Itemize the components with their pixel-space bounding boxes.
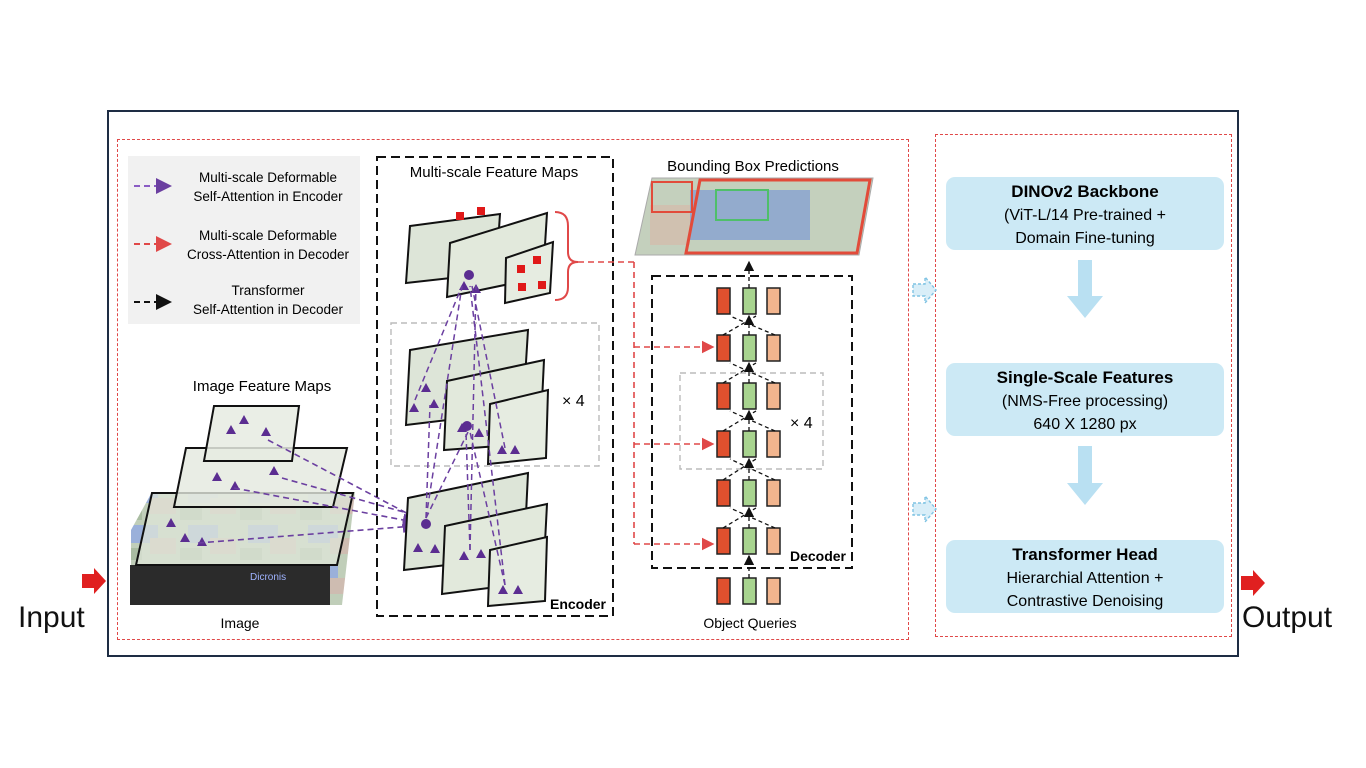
backbone-line2: Domain Fine-tuning [1015,230,1155,247]
sampled-points [456,207,546,291]
legend-line2: Cross-Attention in Decoder [187,247,350,262]
backbone-line1: (ViT-L/14 Pre-trained + [1004,207,1166,224]
down-arrow-icon [1067,260,1103,318]
decoder-self-attention-arrows [722,260,776,578]
encoder-repeat-box [390,322,600,467]
image-feature-pyramid: Dicronis [130,405,355,605]
features-line1: (NMS-Free processing) [1002,393,1168,410]
outer-frame [107,110,1239,657]
encoder-feature-stack-bottom [402,471,549,608]
encoder-times-four: × 4 [562,393,585,410]
decoder-label: Decoder [790,548,847,564]
features-title: Single-Scale Features [997,368,1174,387]
legend-line1: Transformer [231,283,305,298]
encoder-attention-arrows [197,439,420,544]
head-line1: Hierarchial Attention + [1007,570,1164,587]
backbone-title: DINOv2 Backbone [1011,182,1158,201]
connector-arrows [912,275,937,524]
head-title: Transformer Head [1012,545,1158,564]
image-photo-text: Dicronis [250,572,286,583]
pipeline-dashed-region [935,134,1232,637]
input-label: Input [18,601,85,634]
encoder-feature-stack-middle [404,328,550,466]
pipeline-box-head: Transformer Head Hierarchial Attention +… [946,540,1224,613]
features-line2: 640 X 1280 px [1033,416,1136,433]
object-queries-caption: Object Queries [703,615,796,631]
legend-item-self-attention-decoder: Transformer Self-Attention in Decoder [134,283,344,317]
down-arrow-icon [1067,446,1103,505]
bounding-box-predictions-caption: Bounding Box Predictions [667,158,839,175]
input-arrow-icon [82,568,106,594]
multi-scale-feature-maps-caption: Multi-scale Feature Maps [410,164,578,181]
pipeline-box-features: Single-Scale Features (NMS-Free processi… [946,363,1224,436]
feature-brace [554,211,579,301]
bounding-box-prediction-image [634,177,874,256]
encoder-feature-stack-top [404,211,555,305]
head-line2: Contrastive Denoising [1007,593,1164,610]
architecture-dashed-region [117,139,909,640]
encoder-label: Encoder [550,596,607,612]
output-arrow-icon [1241,570,1265,596]
pipeline-box-backbone: DINOv2 Backbone (ViT-L/14 Pre-trained + … [946,177,1224,250]
image-caption: Image [221,615,260,631]
image-feature-maps-caption: Image Feature Maps [193,378,331,395]
cross-attention-arrows [578,261,715,551]
legend-line2: Self-Attention in Encoder [193,189,343,204]
output-label: Output [1242,601,1333,634]
legend-line2: Self-Attention in Decoder [193,302,344,317]
legend-line1: Multi-scale Deformable [199,228,337,243]
decoder-block [651,275,853,569]
legend-line1: Multi-scale Deformable [199,170,337,185]
decoder-repeat-box [679,372,824,470]
legend-item-self-attention-encoder: Multi-scale Deformable Self-Attention in… [134,170,343,204]
encoder-internal-arrows [414,285,506,586]
encoder-block [376,156,614,617]
legend-item-cross-attention-decoder: Multi-scale Deformable Cross-Attention i… [134,228,350,262]
decoder-times-four: × 4 [790,415,813,432]
